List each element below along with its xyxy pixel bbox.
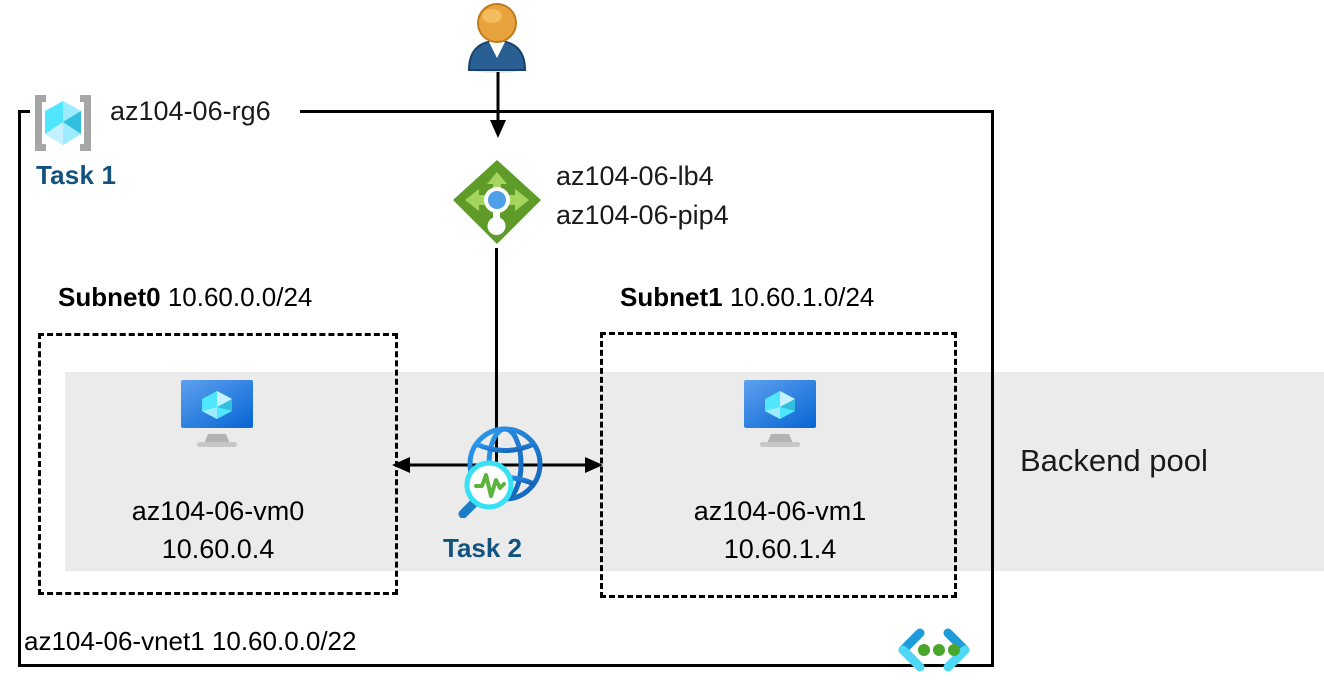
resource-group-border-right [991,110,994,667]
virtual-machine-icon [740,378,820,450]
resource-group-border-top-right [300,110,994,113]
vm-0-name: az104-06-vm0 [131,496,305,526]
resource-group-border-bottom [18,664,994,667]
user-icon [461,2,533,74]
vnet-label: az104-06-vnet1 10.60.0.0/22 [24,626,357,656]
vm-0-ip: 10.60.0.4 [161,534,275,564]
backend-pool-label: Backend pool [1020,443,1208,478]
virtual-machine-icon [177,378,257,450]
task-1-label: Task 1 [36,160,117,190]
resource-group-name: az104-06-rg6 [110,96,271,126]
network-watcher-globe-icon [453,420,551,519]
vm-1-name: az104-06-vm1 [693,496,867,526]
load-balancer-name: az104-06-lb4 [556,161,714,191]
load-balancer-icon [449,156,545,252]
virtual-network-icon [895,628,973,672]
subnet-1-name: Subnet1 [620,282,723,312]
subnet-0-cidr: 10.60.0.0/24 [167,282,313,312]
subnet-0-label: Subnet0 10.60.0.0/24 [58,282,312,313]
subnet-1-cidr: 10.60.1.0/24 [729,282,875,312]
resource-group-border-left [18,110,21,667]
user-to-lb-arrow [483,72,513,140]
subnet-1-label: Subnet1 10.60.1.0/24 [620,282,874,313]
backend-pool-band [65,372,1324,571]
public-ip-name: az104-06-pip4 [556,200,729,230]
lb-to-backend-line [495,248,498,463]
task-2-label: Task 2 [443,533,523,563]
resource-group-border-top-left [18,110,30,113]
subnet-0-name: Subnet0 [58,282,161,312]
resource-group-cube-icon [30,92,96,154]
vm-1-ip: 10.60.1.4 [723,534,837,564]
